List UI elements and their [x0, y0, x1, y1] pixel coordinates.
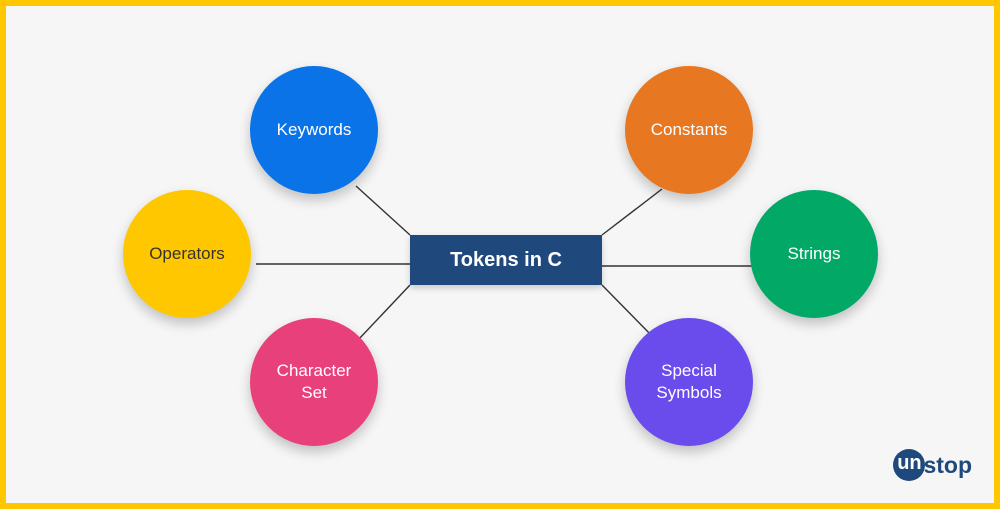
logo-initial: un	[897, 452, 922, 474]
connector-constants	[601, 188, 663, 236]
connector-special-symbols	[601, 284, 656, 340]
node-strings-label: Strings	[787, 243, 841, 263]
connector-keywords	[355, 185, 411, 236]
center-node-tokens-in-c: Tokens in C	[410, 235, 602, 285]
node-operators: Operators	[123, 190, 251, 318]
node-character-set-label: Character Set	[276, 360, 352, 402]
node-special-symbols: Special Symbols	[625, 318, 753, 446]
node-constants: Constants	[625, 66, 753, 194]
node-keywords: Keywords	[250, 66, 378, 194]
node-character-set: Character Set	[250, 318, 378, 446]
node-operators-label: Operators	[149, 243, 225, 263]
connector-lines	[256, 185, 756, 341]
center-node-label: Tokens in C	[450, 248, 562, 271]
connector-character-set	[357, 284, 411, 341]
logo-circle-icon: un	[893, 449, 926, 481]
node-keywords-label: Keywords	[276, 119, 352, 139]
node-strings: Strings	[750, 190, 878, 318]
unstop-logo: un stop	[893, 449, 972, 481]
node-special-symbols-label: Special Symbols	[656, 360, 722, 402]
node-constants-label: Constants	[650, 119, 728, 139]
logo-text: stop	[923, 451, 972, 478]
